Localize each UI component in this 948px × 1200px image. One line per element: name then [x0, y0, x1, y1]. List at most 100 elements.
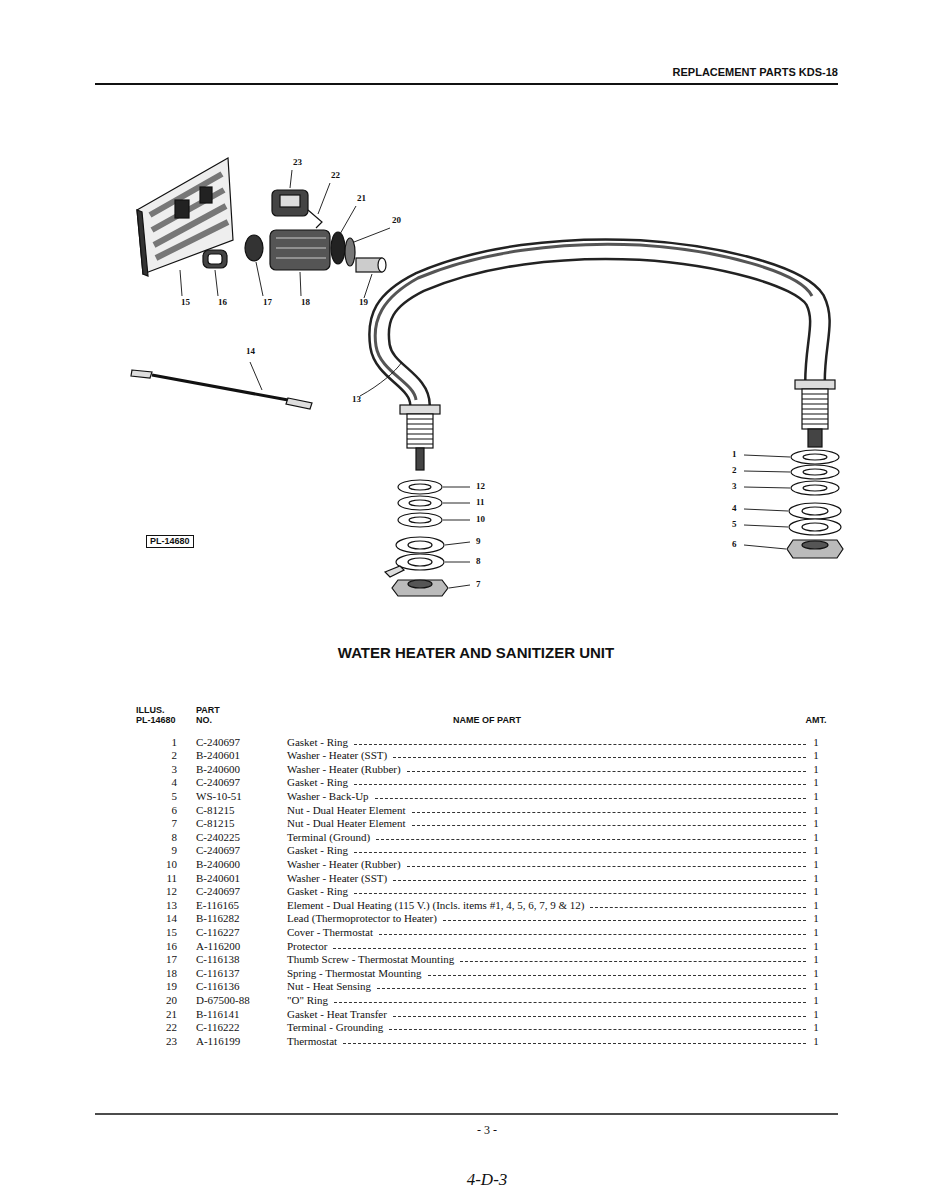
washer [789, 503, 841, 519]
rules [95, 84, 838, 1114]
callout-number: 9 [476, 537, 481, 546]
table-cell: 1 [813, 1009, 819, 1020]
label-text: 10 [476, 514, 485, 524]
callout-number: 16 [218, 298, 227, 307]
table-cell: Washer - Heater (Rubber) [287, 859, 808, 870]
table-cell: 17 [166, 954, 177, 965]
label-text: 18 [166, 967, 177, 979]
table-cell: Thumb Screw - Thermostat Mounting [287, 954, 808, 965]
washer-hole [408, 541, 432, 549]
right-fitting [787, 380, 843, 558]
column-heading: NO. [196, 716, 212, 725]
label-text: Nut - Dual Heater Element [287, 805, 406, 816]
leader-line [290, 170, 292, 188]
label-text: Washer - Heater (SST) [287, 873, 387, 884]
label-text: Gasket - Ring [287, 777, 348, 788]
cover-slot [200, 187, 212, 203]
table-cell: 8 [172, 832, 178, 843]
label-text: Thermostat [287, 1036, 337, 1047]
leader-line [340, 206, 356, 234]
column-heading: NAME OF PART [453, 716, 521, 725]
table-cell: 2 [172, 750, 178, 761]
washer-hole [409, 484, 431, 490]
leader-line [744, 487, 790, 488]
leader-line [360, 362, 402, 396]
label-text: B-240600 [196, 763, 240, 775]
label-text: D-67500-88 [196, 994, 250, 1006]
label-text: 14 [246, 346, 255, 356]
label-text: Washer - Heater (Rubber) [287, 859, 401, 870]
cover-shading [150, 174, 228, 258]
table-cell: 1 [813, 954, 819, 965]
label-text: Terminal - Grounding [287, 1022, 383, 1033]
washer [791, 481, 839, 495]
leader-line [445, 562, 470, 563]
label-text: 6 [172, 804, 178, 816]
node-text: PL-14680 [150, 537, 190, 546]
table-cell: Gasket - Ring [287, 886, 808, 897]
label-text: 8 [172, 831, 178, 843]
table-cell: E-116165 [196, 900, 239, 911]
leader-line [180, 270, 182, 296]
thermostat-body [270, 230, 330, 270]
label-text: E-116165 [196, 899, 239, 911]
label-text: 23 [293, 157, 302, 167]
callout-number: 18 [301, 298, 310, 307]
leader-line [449, 585, 470, 588]
table-cell: 1 [813, 981, 819, 992]
label-text: 17 [263, 297, 272, 307]
table-cell: 18 [166, 968, 177, 979]
label-text: 11 [166, 872, 177, 884]
dash-leader [379, 933, 806, 935]
table-cell: 1 [813, 1036, 819, 1047]
nut [787, 540, 843, 558]
label-text: 4 [172, 776, 178, 788]
table-cell: 1 [813, 886, 819, 897]
callout-number: 19 [359, 298, 368, 307]
ground-terminal [385, 566, 404, 577]
table-cell: 5 [172, 791, 178, 802]
table-cell: 1 [172, 737, 178, 748]
leader-line [300, 272, 301, 296]
label-text: REPLACEMENT PARTS KDS-18 [673, 66, 838, 78]
label-text: B-240601 [196, 872, 240, 884]
table-cell: C-116227 [196, 927, 240, 938]
table-cell: 1 [813, 941, 819, 952]
callout-number: 6 [732, 540, 737, 549]
washer-hole [802, 523, 828, 531]
leader-line [443, 487, 470, 488]
dash-leader [443, 919, 806, 921]
table-cell: 1 [813, 968, 819, 979]
label-text: 2 [172, 749, 178, 761]
table-cell: B-240601 [196, 873, 240, 884]
label-text: 12 [166, 885, 177, 897]
table-cell: Washer - Heater (SST) [287, 750, 808, 761]
label-text: 20 [166, 994, 177, 1006]
leader-line [443, 503, 470, 504]
label-text: 1 [813, 899, 819, 911]
callout-number: 15 [181, 298, 190, 307]
leader-line [744, 471, 790, 472]
label-text: Cover - Thermostat [287, 927, 373, 938]
lead-terminal [131, 370, 152, 378]
thermostat-face [280, 195, 300, 207]
label-text: 1 [813, 980, 819, 992]
label-text: 1 [172, 736, 178, 748]
label-text: 21 [357, 193, 366, 203]
washer-hole [803, 485, 827, 491]
callout-number: 2 [732, 466, 737, 475]
o-ring [345, 238, 355, 266]
label-text: Washer - Heater (Rubber) [287, 764, 401, 775]
thermostat-cover-panel [137, 158, 233, 274]
label-text: WS-10-51 [196, 790, 242, 802]
callout-number: 12 [476, 482, 485, 491]
label-text: 13 [166, 899, 177, 911]
protector-face [208, 254, 222, 264]
label-text: C-116137 [196, 967, 240, 979]
table-cell: 1 [813, 832, 819, 843]
table-cell: C-81215 [196, 805, 235, 816]
table-cell: 15 [166, 927, 177, 938]
washer [789, 519, 841, 535]
grounding-terminal [308, 210, 322, 228]
